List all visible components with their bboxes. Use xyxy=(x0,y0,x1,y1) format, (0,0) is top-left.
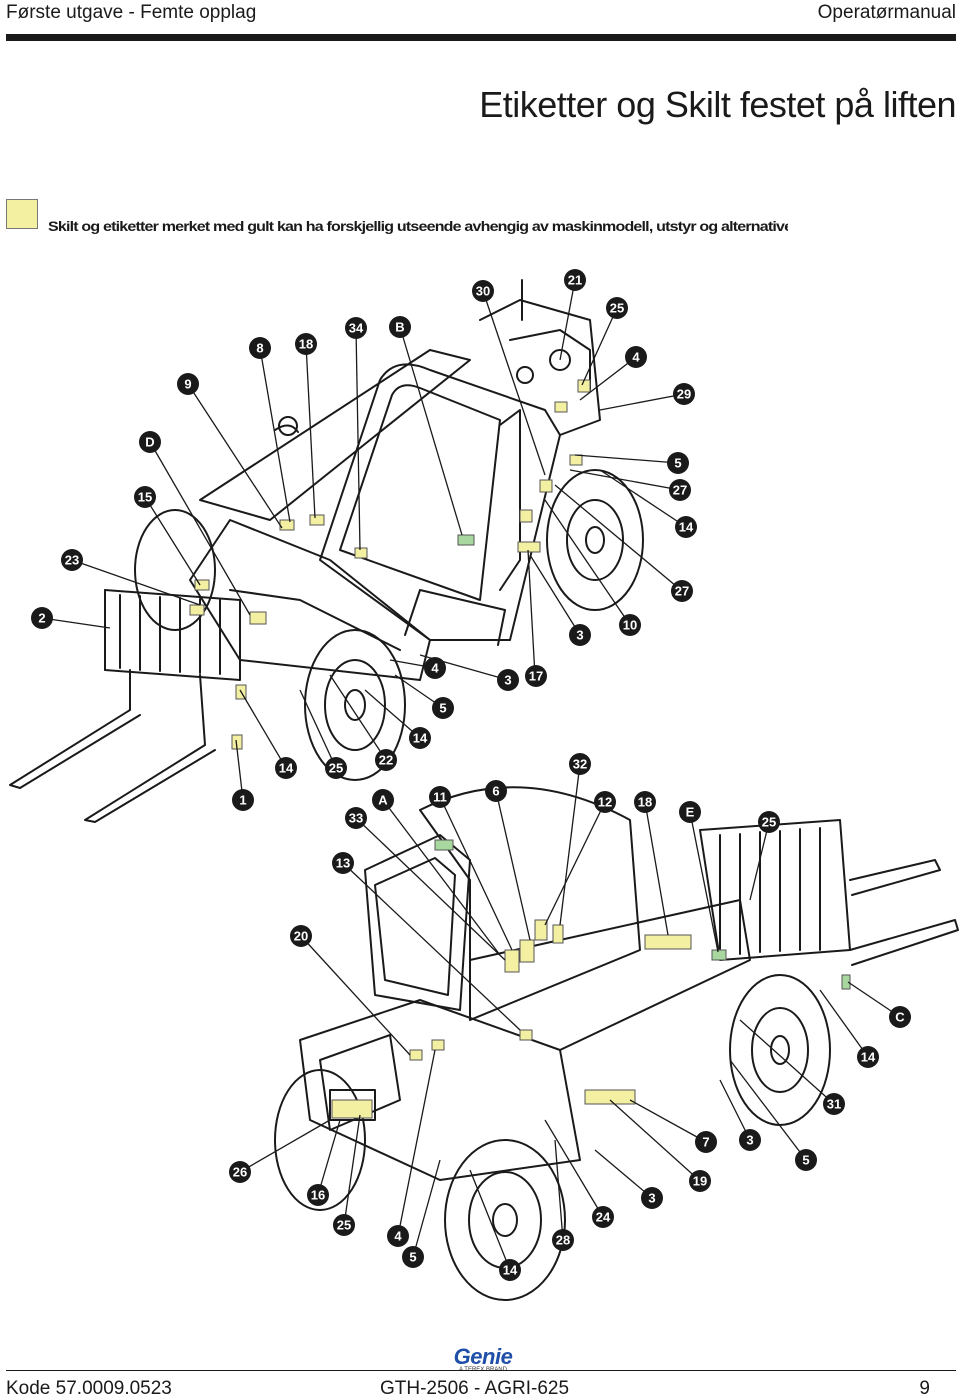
callout-label: 34 xyxy=(349,321,364,336)
callout-label: 31 xyxy=(827,1097,841,1112)
callout-label: 20 xyxy=(294,929,308,944)
callout-label: 4 xyxy=(632,350,640,365)
yellow-swatch xyxy=(6,199,38,229)
callout-label: 3 xyxy=(746,1133,753,1148)
callout-label: 6 xyxy=(492,784,499,799)
callout-label: 15 xyxy=(138,490,152,505)
callout-label: 5 xyxy=(439,701,446,716)
callouts-top: 30 21 25 34 B 8 18 4 9 29 D 5 15 27 14 2… xyxy=(31,269,697,811)
callout-label: 7 xyxy=(702,1135,709,1150)
callout-label: 1 xyxy=(239,793,246,808)
callout-label: 23 xyxy=(65,553,79,568)
callout-label: 14 xyxy=(503,1263,518,1278)
callout-label: E xyxy=(686,805,695,820)
callout-label: 33 xyxy=(349,811,363,826)
callout-label: 28 xyxy=(556,1233,570,1248)
callout-label: 27 xyxy=(673,483,687,498)
callout-label: 22 xyxy=(379,753,393,768)
callout-label: 4 xyxy=(431,661,439,676)
callout-label: 8 xyxy=(256,341,263,356)
callout-label: 25 xyxy=(762,815,776,830)
callout-label: 9 xyxy=(184,377,191,392)
page-title: Etiketter og Skilt festet på liften xyxy=(479,84,956,125)
header-manual: Operatørmanual xyxy=(817,2,956,23)
callout-label: 5 xyxy=(409,1250,416,1265)
callout-label: 5 xyxy=(674,456,681,471)
callout-label: 25 xyxy=(337,1218,351,1233)
footer-code: Kode 57.0009.0523 xyxy=(6,1378,172,1399)
callout-label: 2 xyxy=(38,611,45,626)
callout-label: 26 xyxy=(233,1165,247,1180)
callout-label: 3 xyxy=(576,628,583,643)
callout-label: 21 xyxy=(568,273,582,288)
footer-rule xyxy=(6,1370,956,1371)
callout-label: 18 xyxy=(638,795,652,810)
callout-label: 16 xyxy=(311,1188,325,1203)
callout-label: 17 xyxy=(529,669,543,684)
callout-label: 18 xyxy=(299,337,313,352)
callout-label: 30 xyxy=(476,284,490,299)
page-number: 9 xyxy=(919,1378,930,1399)
callout-label: 25 xyxy=(329,761,343,776)
callouts-bottom: 32 A 11 6 12 18 E 25 33 13 20 C 14 31 7 … xyxy=(229,753,911,1281)
callout-label: D xyxy=(145,435,154,450)
machine-drawing: 30 21 25 34 B 8 18 4 9 29 D 5 15 27 14 2… xyxy=(9,269,959,1301)
callout-label: A xyxy=(378,793,388,808)
callout-label: B xyxy=(395,320,404,335)
callout-label: 5 xyxy=(802,1153,809,1168)
callout-label: 14 xyxy=(279,761,294,776)
callout-label: 3 xyxy=(504,673,511,688)
callout-label: 14 xyxy=(413,731,428,746)
callout-label: 14 xyxy=(861,1050,876,1065)
callout-label: 4 xyxy=(394,1229,402,1244)
footer-model: GTH-2506 - AGRI-625 xyxy=(380,1378,570,1399)
header-edition: Første utgave - Femte opplag xyxy=(6,2,257,23)
header-rule xyxy=(6,34,956,41)
callout-label: C xyxy=(895,1010,905,1025)
genie-logo: Genie A TEREX BRAND xyxy=(444,1344,522,1373)
legend-note: Skilt og etiketter merket med gult kan h… xyxy=(48,220,788,235)
callout-label: 32 xyxy=(573,757,587,772)
callout-label: 3 xyxy=(648,1191,655,1206)
callout-label: 14 xyxy=(679,520,694,535)
callout-label: 11 xyxy=(433,790,447,805)
logo-wordmark: Genie xyxy=(453,1344,513,1369)
callout-label: 27 xyxy=(675,584,689,599)
callout-label: 29 xyxy=(677,387,691,402)
callout-label: 19 xyxy=(693,1174,707,1189)
callout-label: 12 xyxy=(598,795,612,810)
callout-label: 10 xyxy=(623,618,637,633)
callout-label: 24 xyxy=(596,1210,611,1225)
callout-label: 13 xyxy=(336,856,350,871)
callout-label: 25 xyxy=(610,301,624,316)
